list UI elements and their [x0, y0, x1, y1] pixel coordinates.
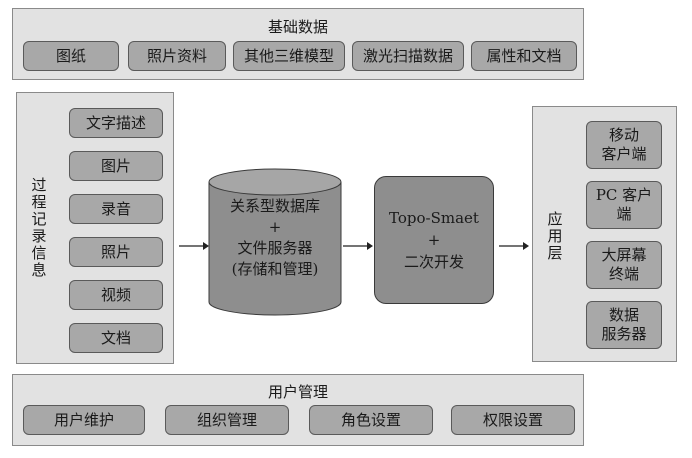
app-layer-item-big-screen: 大屏幕 终端: [586, 241, 662, 289]
process-record-item-document: 文档: [69, 323, 163, 353]
arrow-right-icon: [499, 242, 529, 250]
arrow-right-icon: [343, 242, 373, 250]
app-layer-panel: 应用层 移动 客户端 PC 客户 端 大屏幕 终端 数据 服务器: [532, 106, 677, 362]
user-management-panel: 用户管理 用户维护 组织管理 角色设置 权限设置: [12, 374, 584, 446]
process-record-item-photo: 照片: [69, 237, 163, 267]
app-layer-title: 应用层: [547, 210, 563, 262]
topo-smaet-box: Topo-Smaet + 二次开发: [374, 176, 494, 304]
app-layer-item-data-server: 数据 服务器: [586, 301, 662, 349]
basic-data-item-drawings: 图纸: [23, 41, 119, 71]
process-record-panel: 过程记录信息 文字描述 图片 录音 照片 视频 文档: [16, 92, 174, 364]
user-management-item-roles: 角色设置: [309, 405, 433, 435]
process-record-item-text: 文字描述: [69, 108, 163, 138]
user-management-item-maintenance: 用户维护: [23, 405, 145, 435]
process-record-item-video: 视频: [69, 280, 163, 310]
basic-data-item-attributes: 属性和文档: [471, 41, 577, 71]
database-label: 关系型数据库 + 文件服务器 (存储和管理): [229, 197, 320, 278]
app-layer-item-mobile: 移动 客户端: [586, 121, 662, 169]
process-record-item-image: 图片: [69, 151, 163, 181]
basic-data-title: 基础数据: [267, 18, 328, 36]
basic-data-item-3d-models: 其他三维模型: [233, 41, 345, 71]
basic-data-panel: 基础数据 图纸 照片资料 其他三维模型 激光扫描数据 属性和文档: [12, 8, 584, 80]
app-layer-item-pc: PC 客户 端: [586, 181, 662, 229]
user-management-item-organization: 组织管理: [165, 405, 289, 435]
database-cylinder: [208, 168, 342, 316]
arrow-right-icon: [179, 242, 209, 250]
process-record-title: 过程记录信息: [31, 176, 47, 279]
user-management-item-permissions: 权限设置: [451, 405, 575, 435]
process-record-item-audio: 录音: [69, 194, 163, 224]
basic-data-item-photos: 照片资料: [128, 41, 226, 71]
basic-data-item-laser-scan: 激光扫描数据: [352, 41, 464, 71]
user-management-title: 用户管理: [267, 383, 328, 401]
